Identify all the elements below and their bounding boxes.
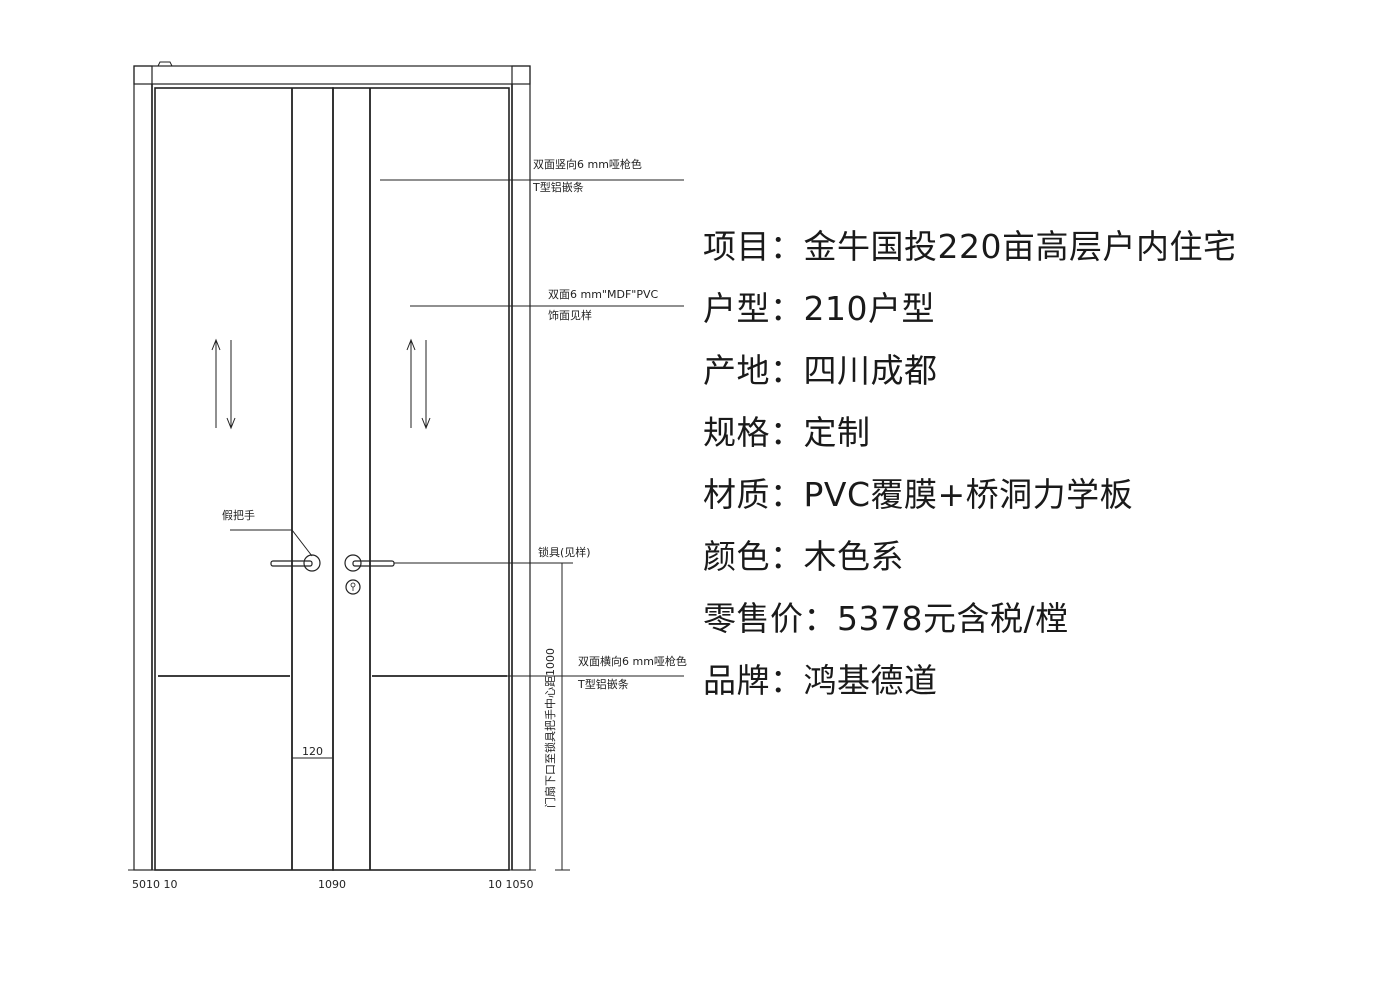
spec-label: 颜色 — [703, 537, 804, 576]
spec-label: 零售价 — [703, 599, 837, 638]
right-door-leaf — [332, 87, 510, 871]
spec-color: 颜色木色系 — [703, 534, 1237, 596]
fake-handle-lever — [270, 560, 313, 567]
spec-list: 项目金牛国投220亩高层户内住宅 户型210户型 产地四川成都 规格定制 材质P… — [703, 224, 1237, 720]
spec-origin: 产地四川成都 — [703, 348, 1237, 410]
keyhole-icon — [345, 579, 361, 595]
annotation-lock: 锁具(见样) — [538, 545, 591, 559]
spec-project: 项目金牛国投220亩高层户内住宅 — [703, 224, 1237, 286]
spec-label: 品牌 — [703, 661, 804, 700]
dimension-bottom-center: 1090 — [318, 878, 346, 891]
annotation-horizontal-strip-2: T型铝嵌条 — [577, 677, 629, 691]
spec-value: 210户型 — [803, 289, 935, 328]
spec-value: 四川成都 — [803, 351, 938, 390]
door-frame-left-jamb — [133, 65, 153, 871]
spec-label: 户型 — [703, 289, 804, 328]
lock-handle-rose — [344, 554, 362, 572]
spec-label: 规格 — [703, 413, 804, 452]
door-frame-right-jamb — [511, 65, 531, 871]
annotation-vertical-strip-1: 双面竖向6 mm哑枪色 — [533, 157, 642, 171]
spec-brand: 品牌鸿基德道 — [703, 658, 1237, 720]
spec-label: 产地 — [703, 351, 804, 390]
annotation-fake-handle: 假把手 — [222, 508, 255, 522]
spec-value: 金牛国投220亩高层户内住宅 — [803, 227, 1237, 266]
spec-value: 木色系 — [803, 537, 904, 576]
spec-value: 5378元含税/樘 — [837, 599, 1069, 638]
annotation-vertical-strip-2: T型铝嵌条 — [532, 180, 584, 194]
spec-label: 材质 — [703, 475, 804, 514]
dimension-bottom-left: 5010 10 — [132, 878, 178, 891]
annotation-panel-1: 双面6 mm"MDF"PVC — [548, 288, 658, 301]
spec-value: 鸿基德道 — [803, 661, 938, 700]
spec-value: 定制 — [803, 413, 871, 452]
annotation-panel-2: 饰面见样 — [548, 308, 592, 322]
lock-handle-lever — [352, 560, 395, 567]
spec-size: 规格定制 — [703, 410, 1237, 472]
dimension-gap-120: 120 — [302, 745, 323, 758]
spec-label: 项目 — [703, 227, 804, 266]
spec-price: 零售价5378元含税/樘 — [703, 596, 1237, 658]
door-frame-head — [133, 65, 531, 85]
fake-handle-rose — [303, 554, 321, 572]
annotation-horizontal-strip-1: 双面横向6 mm哑枪色 — [578, 654, 687, 668]
spec-value: PVC覆膜+桥洞力学板 — [803, 475, 1134, 514]
spec-material: 材质PVC覆膜+桥洞力学板 — [703, 472, 1237, 534]
dimension-bottom-right: 10 1050 — [488, 878, 534, 891]
spec-unit-type: 户型210户型 — [703, 286, 1237, 348]
annotation-handle-height: 门扇下口至锁具把手中心距1000 — [543, 648, 557, 808]
